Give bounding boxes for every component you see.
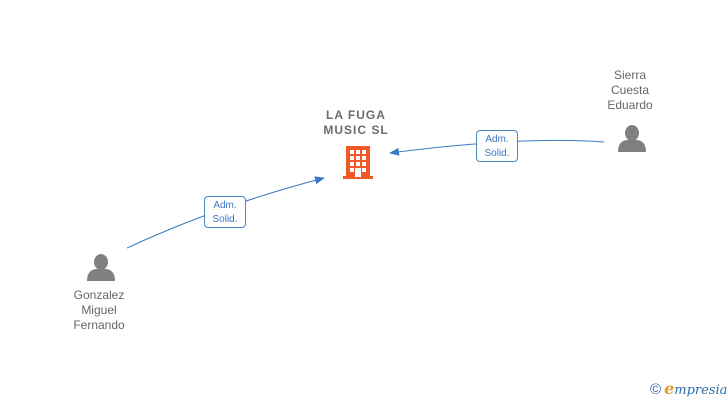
role-badge-line2: Solid. [484, 148, 510, 159]
brand-logo[interactable]: ©empresia [650, 379, 727, 398]
copyright-icon: © [650, 381, 662, 398]
person-icon[interactable] [87, 254, 115, 281]
person-icon[interactable] [618, 125, 646, 152]
role-badge-gonzalez[interactable]: Adm. Solid. [204, 196, 246, 228]
person-name-sierra[interactable]: Sierra Cuesta Eduardo [607, 68, 653, 112]
brand-name: mpresia [674, 383, 728, 398]
brand-initial: e [664, 379, 675, 398]
company-name[interactable]: LA FUGA MUSIC SL [323, 108, 389, 137]
role-badge-line2: Solid. [212, 214, 238, 225]
building-icon[interactable] [343, 146, 373, 179]
role-badge-line1: Adm. [485, 134, 509, 145]
role-badge-line1: Adm. [213, 200, 237, 211]
role-badge-sierra[interactable]: Adm. Solid. [476, 130, 518, 162]
person-name-gonzalez[interactable]: Gonzalez Miguel Fernando [73, 288, 125, 332]
